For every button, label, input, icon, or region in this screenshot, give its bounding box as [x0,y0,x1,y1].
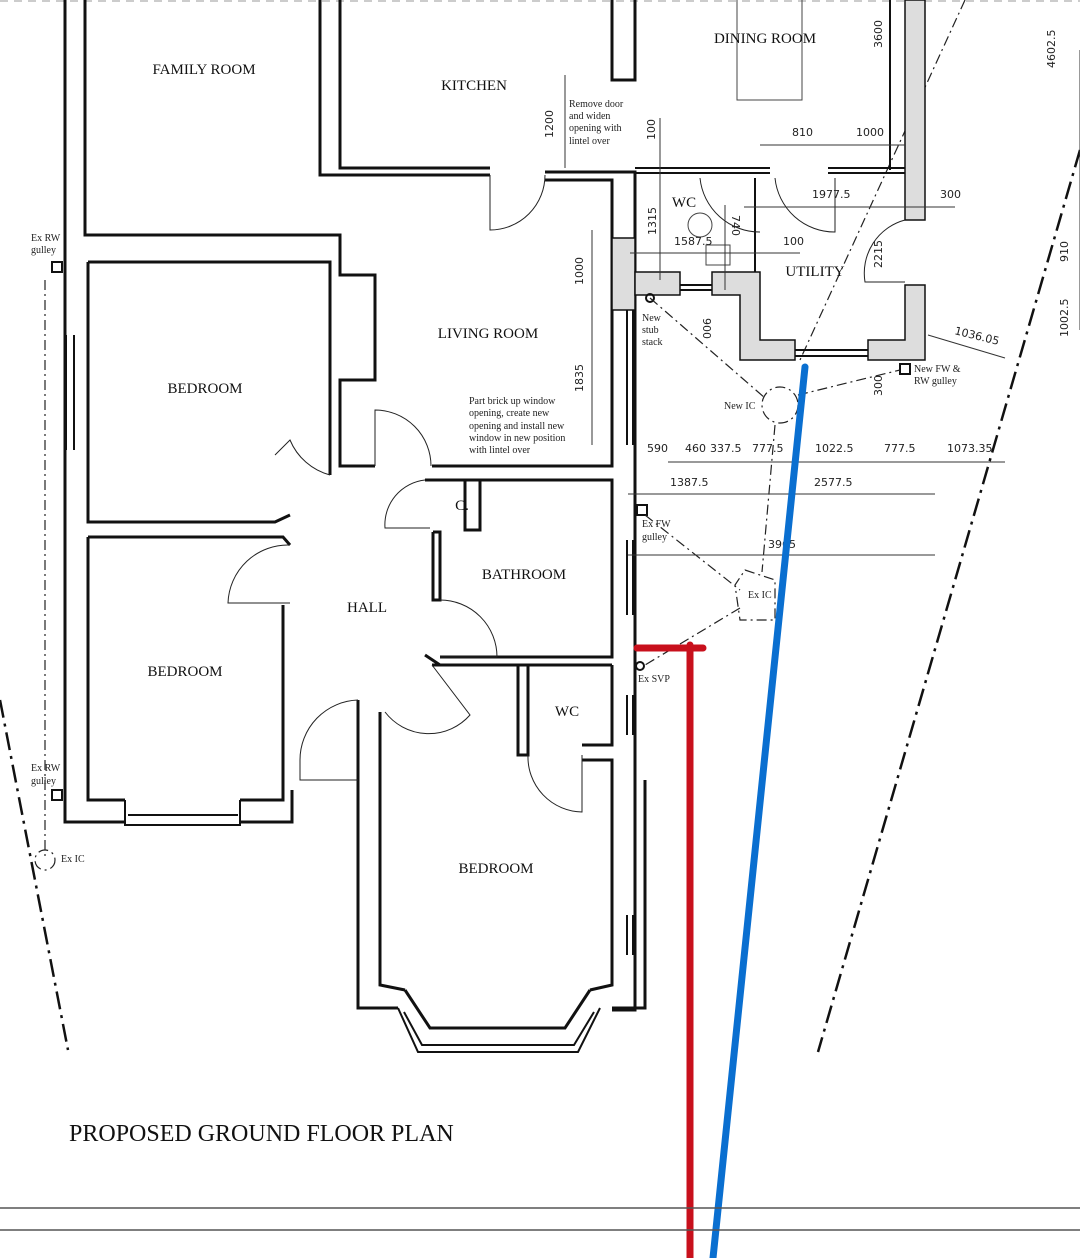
boundary-line-left [0,699,70,1051]
room-label-bedroom-3: BEDROOM [458,861,533,877]
dim-label: 1000 [856,126,884,139]
room-label-cupboard: C. [455,498,469,514]
note-line: opening and install new [469,421,565,432]
boundary-line-right [816,149,1080,1053]
dim-label: 337.5 [710,442,742,455]
note-ex-fw-gulley: gulley [642,532,667,543]
dim-label: 810 [792,126,813,139]
room-label-living-room: LIVING ROOM [438,326,538,342]
room-label-wc-upper: WC [672,195,696,211]
walls [63,0,926,1053]
dim-label: 1200 [543,110,556,138]
room-label-hall: HALL [347,600,387,616]
note-ex-rw-gulley: gulley [31,776,56,787]
dim-label: 4602.5 [1045,30,1058,69]
room-label-bathroom: BATHROOM [482,567,566,583]
dim-label: 777.5 [752,442,784,455]
note-new-fw-rw-gulley: New FW & [914,364,961,375]
dim-label: 1002.5 [1058,299,1071,338]
note-remove-door: Remove door and widen opening with linte… [569,99,624,147]
dim-label: 1000 [573,257,586,285]
note-ex-rw-gulley: gulley [31,245,56,256]
note-line: Part brick up window [469,396,556,407]
ex-fw-gulley-icon [636,504,648,516]
note-ex-ic: Ex IC [748,590,772,601]
note-brick-up-window: Part brick up window opening, create new… [469,396,565,456]
dim-label: 1315 [646,207,659,235]
note-line: opening with [569,123,622,134]
dim-label: 777.5 [884,442,916,455]
note-line: opening, create new [469,408,550,419]
drawing-title: PROPOSED GROUND FLOOR PLAN [69,1121,454,1147]
note-new-stub-stack: stub [642,325,659,336]
drainage [34,261,911,871]
dimension-labels: 3600 4602.5 1200 100 810 1000 1977.5 300… [543,20,1071,551]
note-new-stub-stack: stack [642,337,663,348]
drain-line [799,0,966,361]
dim-label: 100 [645,119,658,140]
red-marker-line [633,641,707,1258]
note-line: lintel over [569,136,610,147]
ex-rw-gulley-icon [51,789,63,801]
note-new-fw-rw-gulley: RW gulley [914,376,957,387]
dimension-lines [564,50,1080,556]
note-new-stub-stack: New [642,313,662,324]
room-label-bedroom-2: BEDROOM [147,664,222,680]
dim-label: 460 [685,442,706,455]
note-line: Remove door [569,99,624,110]
note-ex-svp: Ex SVP [638,674,670,685]
dim-label: 300 [940,188,961,201]
dim-label: 1977.5 [812,188,851,201]
stub-stack-icon [645,293,655,303]
dim-label: 910 [1058,241,1071,262]
dim-label: 1022.5 [815,442,854,455]
dim-label: 300 [872,375,885,396]
dim-label: 1587.5 [674,235,713,248]
dim-label: 3600 [872,20,885,48]
dim-label: 1073.35 [947,442,993,455]
dim-label: 1835 [573,364,586,392]
note-ex-rw-gulley: Ex RW [31,233,61,244]
dim-label: 3965 [768,538,796,551]
dim-label: 2215 [872,240,885,268]
door-swings [227,174,906,813]
room-label-dining-room: DINING ROOM [714,31,816,47]
note-line: window in new position [469,433,565,444]
room-label-kitchen: KITCHEN [441,78,507,94]
room-label-family-room: FAMILY ROOM [152,62,255,78]
ex-rw-gulley-icon [51,261,63,273]
note-line: and widen [569,111,610,122]
note-ex-rw-gulley: Ex RW [31,763,61,774]
dim-label: 900 [700,318,713,339]
blue-marker-line [709,363,809,1258]
room-label-wc-lower: WC [555,704,579,720]
note-line: with lintel over [469,445,531,456]
dim-label: 2577.5 [814,476,853,489]
dim-label: 740 [729,215,742,236]
ex-ic-icon [34,849,56,871]
dim-label: 590 [647,442,668,455]
ex-svp-icon [635,661,645,671]
room-label-utility: UTILITY [785,264,844,280]
room-label-bedroom-1: BEDROOM [167,381,242,397]
note-ex-ic-left: Ex IC [61,854,85,865]
new-ic-icon [761,386,799,424]
new-fw-rw-gulley-icon [899,363,911,375]
ex-ic-icon [734,569,776,621]
note-ex-fw-gulley: Ex FW [642,519,671,530]
dim-label: 1387.5 [670,476,709,489]
dim-label: 100 [783,235,804,248]
note-new-ic: New IC [724,401,756,412]
